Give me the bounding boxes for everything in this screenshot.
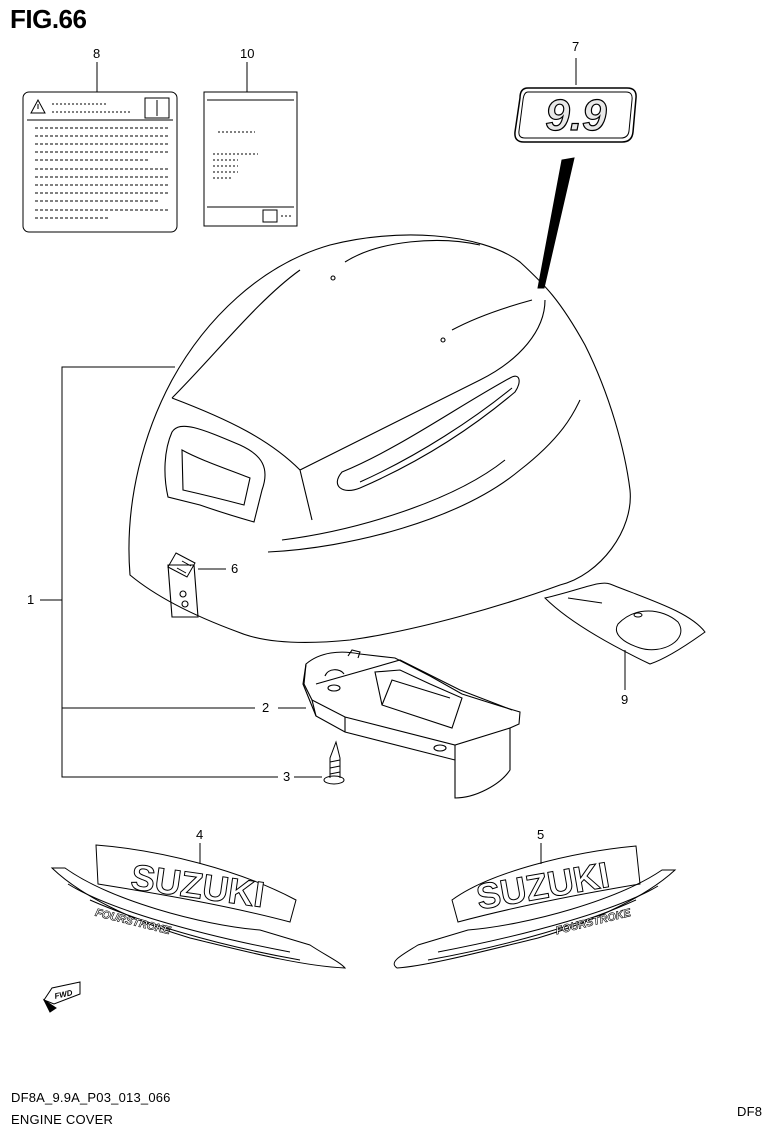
fourstroke-text-left: FOURSTROKE [94, 907, 172, 937]
model-number-decal: 9.9 [545, 91, 607, 140]
diagram-name: ENGINE COVER [11, 1112, 114, 1127]
fwd-arrow-label: FWD [54, 988, 74, 1001]
part-7-model-badge: 9.9 [514, 58, 637, 289]
callout-4: 4 [196, 827, 204, 842]
callout-10: 10 [240, 46, 255, 61]
suzuki-brand-right: SUZUKI [473, 854, 612, 918]
part-4-left-decal: SUZUKI FOURSTROKE [50, 843, 347, 969]
part-10-info-label [203, 62, 298, 227]
fwd-arrow-icon: FWD [42, 981, 81, 1013]
part-5-right-decal: SUZUKI FOURSTROKE [393, 843, 677, 969]
callout-8: 8 [93, 46, 101, 61]
diagram-code: DF8A_9.9A_P03_013_066 [11, 1090, 171, 1105]
part-3-screw [323, 740, 345, 785]
callout-9: 9 [621, 692, 629, 707]
callout-7: 7 [572, 39, 580, 54]
callout-bracket [40, 366, 322, 778]
figure-title: FIG.66 [10, 4, 87, 34]
callout-3: 3 [283, 769, 291, 784]
callout-6: 6 [231, 561, 239, 576]
part-8-caution-label [22, 62, 178, 233]
fourstroke-text-right: FOURSTROKE [554, 907, 632, 937]
corner-code: DF8 [737, 1104, 763, 1119]
part-1-engine-cover [128, 234, 631, 643]
part-6-emblem [167, 552, 226, 578]
callout-1: 1 [27, 592, 35, 607]
callout-5: 5 [537, 827, 545, 842]
part-2-intake-tray [302, 649, 521, 799]
part-9-patch [544, 582, 706, 690]
callout-2: 2 [262, 700, 270, 715]
